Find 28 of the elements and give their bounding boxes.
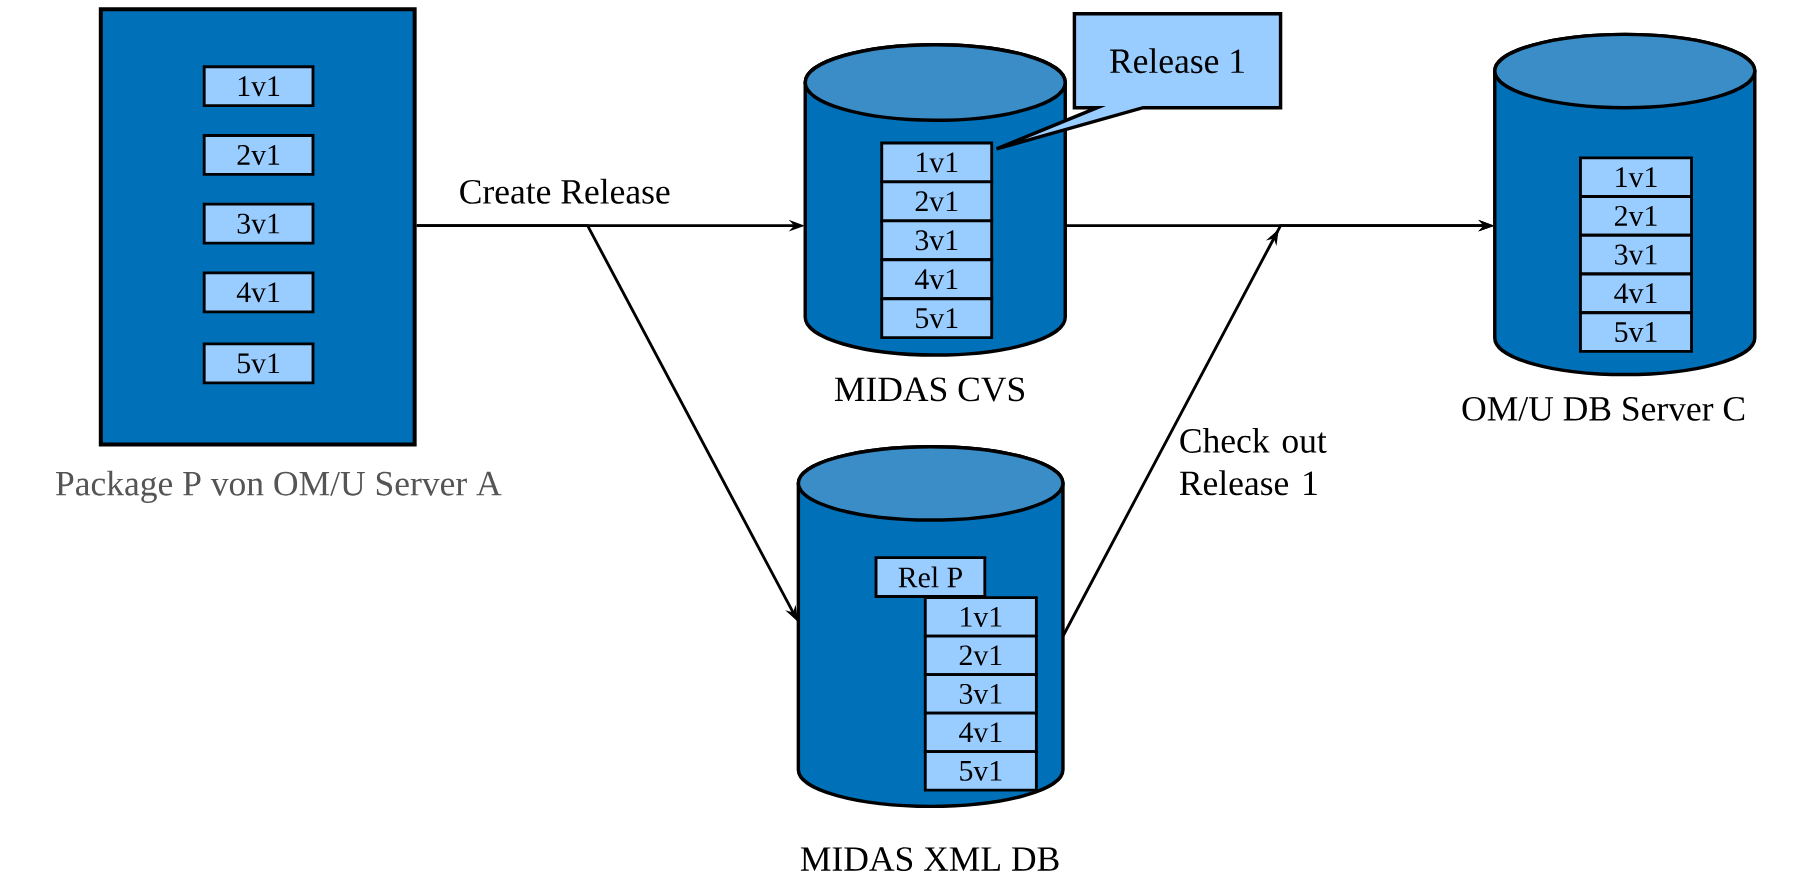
- caption-text: Package P von OM/U Server A: [56, 470, 502, 503]
- caption-text: OM/U DB Server C: [1462, 396, 1745, 421]
- version-box: 2v1: [880, 180, 994, 223]
- version-box: 1v1: [202, 65, 315, 107]
- version-box: 3v1: [880, 219, 994, 261]
- version-box: Rel P: [874, 555, 987, 598]
- version-box: 4v1: [880, 258, 994, 300]
- version-box: 3v1: [202, 202, 315, 245]
- version-box: 2v1: [923, 634, 1038, 676]
- version-box: 2v1: [1579, 194, 1693, 237]
- caption-text: MIDAS XML DB: [800, 846, 1059, 871]
- caption-text: MIDAS CVS: [834, 377, 1025, 402]
- edge-label: Check out Release 1: [1179, 427, 1327, 496]
- version-box: 3v1: [1579, 233, 1693, 276]
- version-box: 5v1: [1579, 311, 1693, 353]
- version-box: 4v1: [202, 271, 315, 314]
- version-box: 1v1: [1579, 156, 1693, 198]
- version-box: 2v1: [202, 133, 315, 176]
- version-box: 5v1: [202, 342, 315, 385]
- version-box: 1v1: [923, 596, 1038, 638]
- version-box: 5v1: [880, 297, 994, 339]
- version-box: 3v1: [923, 673, 1038, 715]
- version-box: 1v1: [880, 141, 994, 184]
- callout-bubble: Release 1: [994, 11, 1283, 151]
- version-box: 4v1: [923, 711, 1038, 753]
- version-box: 4v1: [1579, 272, 1693, 314]
- version-box: 5v1: [923, 750, 1038, 792]
- edge-label: Create Release: [460, 178, 670, 204]
